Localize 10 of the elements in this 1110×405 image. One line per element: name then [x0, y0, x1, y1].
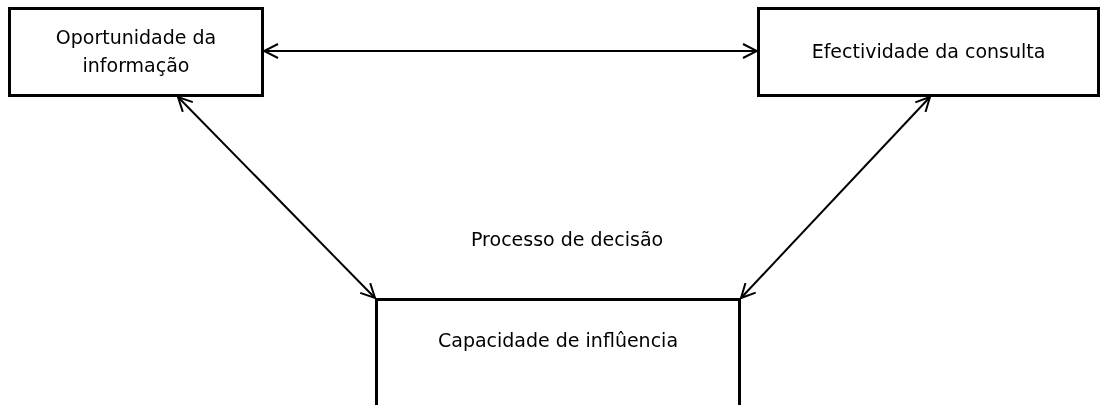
process-box [8, 7, 264, 97]
double-arrow [263, 43, 758, 59]
process-box [375, 298, 741, 405]
box-text: Capacidade de inflûencia [437, 328, 679, 353]
double-arrow [177, 96, 376, 299]
center-label: Processo de decisão [471, 228, 664, 250]
double-arrow [740, 96, 931, 299]
process-box [757, 7, 1100, 97]
box-text: Efectividade da consulta [811, 39, 1046, 65]
box-text: Oportunidade da informação [54, 25, 218, 78]
